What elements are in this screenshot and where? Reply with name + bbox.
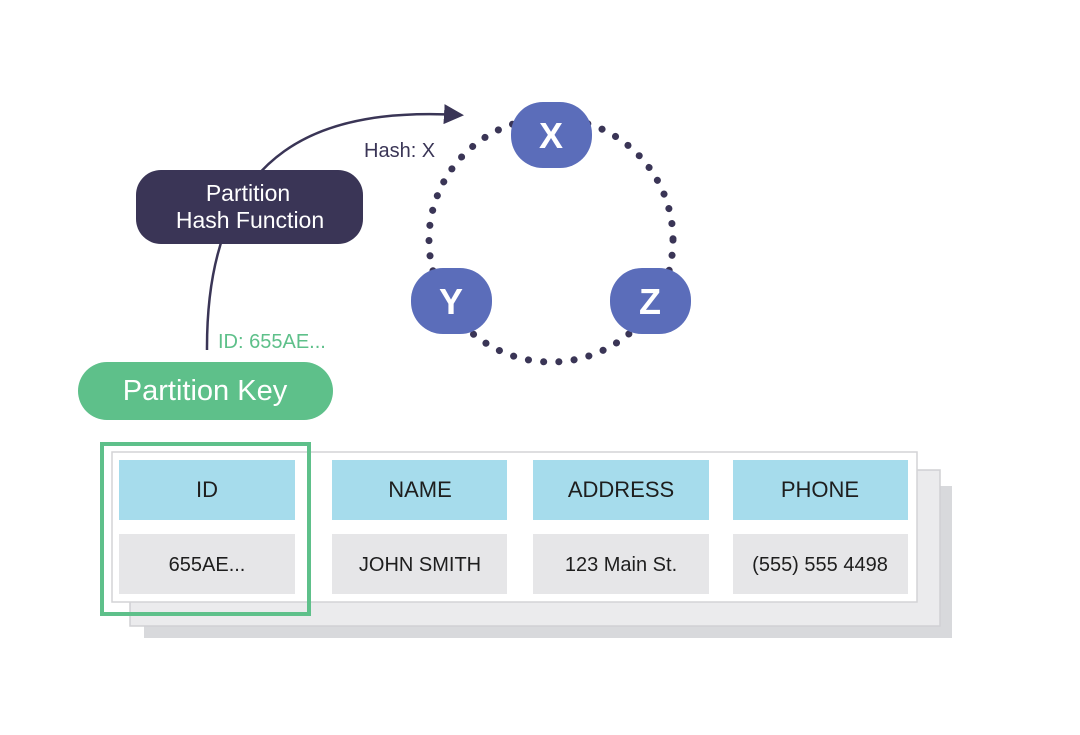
hash-function-line2: Hash Function	[176, 207, 324, 233]
hash-label: Hash: X	[364, 140, 435, 162]
cell-address-text: 123 Main St.	[565, 554, 677, 576]
hash-function-line1: Partition	[206, 180, 290, 206]
partition-key-pill	[78, 362, 333, 420]
cell-phone-text: (555) 555 4498	[752, 554, 888, 576]
hash-function-pill	[136, 170, 363, 244]
header-cell-name	[332, 460, 507, 520]
header-name-text: NAME	[388, 477, 452, 502]
header-cell-address	[533, 460, 709, 520]
node-z-label: Z	[639, 281, 661, 322]
cell-name-text: JOHN SMITH	[359, 554, 481, 576]
partition-key-column-highlight	[100, 442, 311, 616]
header-phone-text: PHONE	[781, 477, 859, 502]
hash-flow-arrow	[205, 104, 464, 351]
id-label: ID: 655AE...	[218, 331, 326, 353]
node-x-label: X	[539, 115, 563, 156]
header-address-text: ADDRESS	[568, 477, 674, 502]
data-cell-name	[332, 534, 507, 594]
partition-key-text: Partition Key	[123, 375, 288, 407]
data-cell-phone	[733, 534, 908, 594]
header-cell-phone	[733, 460, 908, 520]
node-y	[411, 268, 492, 334]
hash-ring	[425, 114, 677, 366]
cell-id-text: 655AE...	[169, 554, 246, 576]
node-y-label: Y	[439, 281, 463, 322]
node-x	[511, 102, 592, 168]
node-z	[610, 268, 691, 334]
header-id-text: ID	[196, 477, 218, 502]
data-cell-id	[119, 534, 295, 594]
header-cell-id	[119, 460, 295, 520]
data-cell-address	[533, 534, 709, 594]
